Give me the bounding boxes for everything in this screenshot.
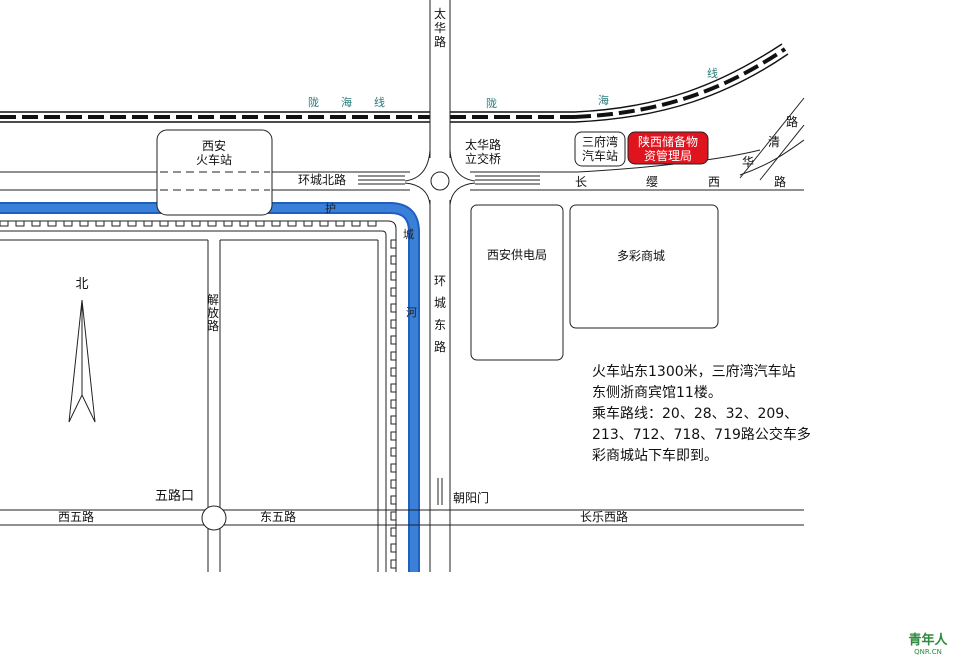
- destination-marker: 陕西储备物 资管理局: [627, 131, 709, 165]
- overpass-label-1: 太华路: [465, 137, 501, 152]
- longhai-rail-label-3: 海: [598, 93, 609, 107]
- power-bureau-block: 西安供电局: [470, 204, 564, 361]
- power-bureau-label: 西安供电局: [487, 247, 547, 262]
- wulukou-label: 五路口: [155, 488, 194, 504]
- city-moat: [0, 202, 420, 572]
- xian-railway-station: 西安 火车站: [156, 129, 273, 216]
- note-line-2: 东侧浙商宾馆11楼。: [592, 385, 722, 401]
- huancheng-north-road-label: 环城北路: [298, 172, 346, 187]
- changying-road-label-4: 路: [774, 174, 786, 189]
- huaqing-road-label-3: 华: [742, 155, 754, 169]
- longhai-rail-label-2: 陇: [486, 96, 497, 110]
- xiwu-road-label: 西五路: [58, 509, 94, 524]
- sanfuwan-bus-station: 三府湾 汽车站: [574, 131, 626, 167]
- note-line-4: 213、712、718、719路公交车多: [592, 427, 811, 443]
- overpass-hatching: [358, 175, 540, 185]
- duocai-mall-block: 多彩商城: [569, 204, 719, 329]
- duocai-mall-label: 多彩商城: [617, 248, 665, 263]
- directions-note: 火车站东1300米，三府湾汽车站 东侧浙商宾馆11楼。 乘车路线：20、28、3…: [592, 362, 842, 467]
- changle-west-road-label: 长乐西路: [580, 509, 628, 524]
- changying-road-label-1: 长: [575, 175, 587, 189]
- changying-road-label-2: 缨: [646, 175, 658, 189]
- watermark-sub: QNR.CN: [914, 648, 942, 656]
- chaoyang-gate-label: 朝阳门: [453, 490, 489, 505]
- note-line-3: 乘车路线：20、28、32、209、: [592, 406, 799, 422]
- roundabout-icon: [430, 171, 450, 191]
- dongwu-road-label: 东五路: [260, 509, 296, 524]
- svg-text:太华路: 太华路: [434, 6, 446, 49]
- sanfuwan-label-1: 三府湾: [582, 134, 618, 149]
- longhai-railway: [0, 43, 789, 123]
- station-label-1: 西安: [202, 138, 226, 153]
- north-arrow-icon: 北: [68, 277, 96, 423]
- note-line-1: 火车站东1300米，三府湾汽车站: [592, 364, 796, 380]
- huaqing-road-label-1: 路: [786, 114, 798, 129]
- roundabout-icon: [201, 505, 227, 531]
- longhai-rail-label-4: 线: [707, 66, 718, 80]
- overpass-label-2: 立交桥: [465, 151, 501, 166]
- north-label: 北: [75, 277, 88, 292]
- city-wall: [0, 220, 397, 572]
- taihua-road-label: 太华路: [434, 6, 446, 49]
- huancheng-east-road-label: 环城东路: [434, 274, 446, 354]
- svg-text:环城东路: 环城东路: [434, 274, 446, 354]
- jiefang-road-label: 解放路: [207, 293, 219, 333]
- watermark-logo: 青年人 QNR.CN: [908, 632, 948, 656]
- moat-label-3: 河: [406, 306, 417, 319]
- sanfuwan-label-2: 汽车站: [582, 148, 618, 163]
- svg-text:解放路: 解放路: [207, 293, 219, 333]
- huaqing-road-label-2: 清: [768, 135, 780, 149]
- watermark-main: 青年人: [908, 632, 948, 648]
- longhai-rail-label-1: 陇 海 线: [308, 95, 385, 109]
- moat-label-1: 护: [325, 201, 336, 215]
- note-line-5: 彩商城站下车即到。: [592, 448, 718, 464]
- destination-label-1: 陕西储备物: [638, 134, 698, 149]
- destination-label-2: 资管理局: [644, 148, 692, 163]
- changying-road-label-3: 西: [708, 175, 720, 189]
- moat-label-2: 城: [403, 228, 414, 241]
- station-label-2: 火车站: [196, 152, 232, 167]
